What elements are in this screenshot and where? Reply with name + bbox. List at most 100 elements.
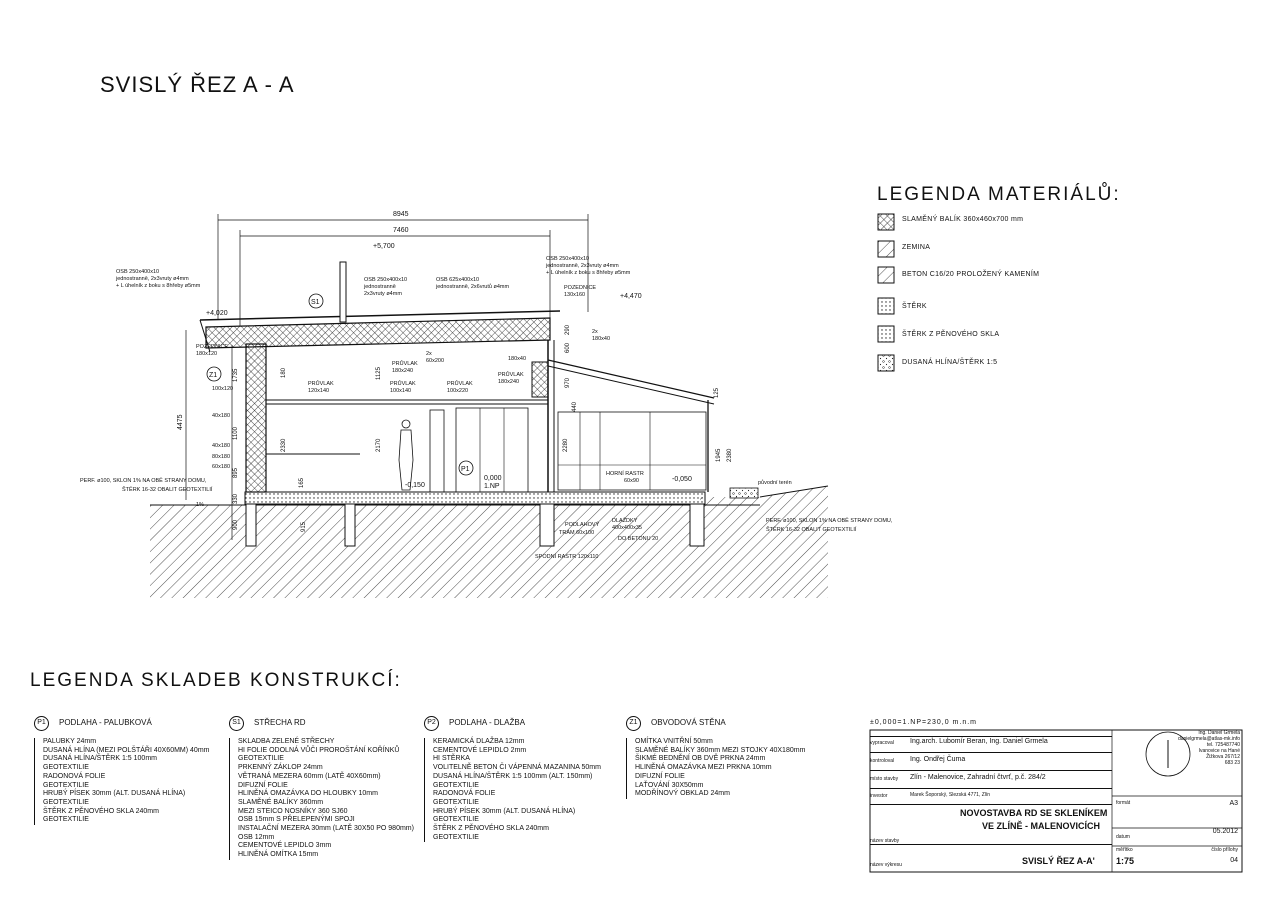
vypracoval: Ing.arch. Lubomír Beran, Ing. Daniel Grm… [910,738,1048,745]
dim-v290: 290 [565,324,571,335]
composition-code: P1 [34,716,49,731]
composition-layer: GEOTEXTILIE [43,798,89,806]
elev-minus050: -0,050 [672,476,692,483]
label-perf-left-2: ŠTĚRK 16-32 OBALIT GEOTEXTILIÍ [122,485,213,493]
label-pruvlak2-2: 120x140 [308,388,329,394]
legend-material-item: ŠTĚRK [902,303,927,310]
composition-name: PODLAHA - PALUBKOVÁ [59,718,152,728]
dim-v1735: 1735 [233,368,239,382]
label-spodni-rastr: SPODNÍ RASTR 120x110 [535,553,598,560]
kontroloval-label: kontroloval [870,758,895,764]
dim-v125: 125 [714,387,720,398]
composition-layer: RADONOVÁ FOLIE [43,772,106,780]
cislo-label: číslo přílohy [1211,847,1238,853]
label-osb-right-3: + L úhelník z boku s 8hřeby ø5mm [546,270,631,276]
composition-layer: ŠIKMÉ BEDNĚNÍ OB DVĚ PRKNA 24mm [635,755,766,763]
composition-layer: DUSANÁ HLÍNA/ŠTĚRK 1:5 100mm [43,755,157,763]
misto: Zlín - Malenovice, Zahradní čtvrť, p.č. … [910,774,1046,781]
label-pruvlak4-2: 100x220 [447,388,468,394]
author-line: Žižkova 267/12 [1206,754,1240,760]
composition-layer: PRKENNÝ ZÁKLOP 24mm [238,764,323,772]
legend-compositions-title: LEGENDA SKLADEB KONSTRUKCÍ: [30,670,402,691]
composition-code: Z1 [626,716,641,731]
composition-layer: SLAMĚNÉ BALÍKY 360mm [238,798,324,806]
author-block: Ing. Daniel Grmela danielgrmela@atlas-mk… [1178,730,1240,766]
label-pruvlak1: PRŮVLAK [392,360,418,367]
dim-total-width: 8945 [393,211,409,218]
label-dlazky: DLAŽDKY [612,516,638,524]
label-pruvlak5-2: 180x240 [498,379,519,385]
composition-layer: DIFUZNÍ FOLIE [635,772,685,780]
elev-top: +5,700 [373,243,395,250]
dim-v895: 895 [233,467,239,478]
cislo: 04 [1230,857,1238,864]
legend-material-item: ZEMINA [902,244,931,251]
composition-layer: GEOTEXTILIE [433,781,479,789]
label-perf-right-2: ŠTĚRK 16-32 OBALIT GEOTEXTILIÍ [766,525,857,533]
label-osb-right: OSB 250x400x10 [546,256,589,262]
label-perf-right: PERF. ø100, SKLON 1% NA OBĚ STRANY DOMU, [766,516,893,524]
label-osb-mid: OSB 250x400x10 [364,277,407,283]
elev-minus150: -0,150 [405,482,425,489]
composition-name: OBVODOVÁ STĚNA [651,718,726,728]
marker-p1: P1 [461,466,470,473]
author-line: tel. 725487740 [1206,742,1240,748]
composition-layer: ŠTĚRK Z PĚNOVÉHO SKLA 240mm [43,807,159,815]
label-pozednice-right-2: 130x160 [564,292,585,298]
nazev-vykresu-label: název výkresu [870,862,902,868]
label-puvodni-teren: původní terén [758,479,792,486]
dim-v1100: 1100 [233,426,239,440]
meritko: 1:75 [1116,856,1135,866]
composition-layer: OMÍTKA VNITŘNÍ 50mm [635,738,713,745]
nazev-stavby-label: název stavby [870,838,900,844]
dim-v165: 165 [299,477,305,488]
dim-v1125: 1125 [376,366,382,380]
dim-v1945: 1945 [716,448,722,462]
marker-z1: Z1 [209,372,217,379]
label-40x180-a: 40x180 [212,413,230,419]
composition-layer: SKLADBA ZELENÉ STŘECHY [238,738,335,745]
dim-height-total: 4475 [177,414,184,430]
composition-layer: LAŤOVÁNÍ 30X50mm [635,781,704,789]
composition-layer: KERAMICKÁ DLAŽBA 12mm [433,738,525,745]
author-line: Ing. Daniel Grmela [1198,730,1240,736]
dim-v600: 600 [565,342,571,353]
composition-layer: PALUBKY 24mm [43,738,97,745]
dim-v2280: 2280 [563,438,569,452]
dimension-lines [185,214,589,540]
composition-layer: SLAMĚNÉ BALÍKY 360mm MEZI STOJKY 40X180m… [635,746,806,754]
elev-floor: 1.NP [484,483,500,490]
dim-v440: 440 [572,401,578,412]
walls [245,340,709,493]
label-pozednice-right: POZEDNICE [564,285,596,291]
label-pruvlak3: PRŮVLAK [390,380,416,387]
composition-layer: CEMENTOVÉ LEPIDLO 3mm [238,842,332,850]
label-pozednice-left-2: 180x120 [196,351,217,357]
vypracoval-label: vypracoval [870,740,894,746]
label-osb-mid-2: jednostranně [363,284,396,290]
kontroloval: Ing. Ondřej Čuma [910,756,966,763]
composition-layer: MEZI STEICO NOSNÍKY 360 SJ60 [238,807,348,815]
elev-left: +4,020 [206,310,228,317]
section-markers: S1 Z1 P1 [206,293,474,476]
label-slope: 1% [196,502,204,508]
composition-layer: DUSANÁ HLÍNA/ŠTĚRK 1:5 100mm (ALT. 150mm… [433,772,593,780]
label-osb-left: OSB 250x400x10 [116,269,159,275]
composition-layer: VOLITELNĚ BETON ČI VÁPENNÁ MAZANINA 50mm [433,764,601,772]
label-80x180: 80x180 [212,454,230,460]
label-osb-mid2: OSB 625x400x10 [436,277,479,283]
elev-zero: 0,000 [484,475,502,482]
label-2x60x200: 2x [426,351,432,357]
elev-right: +4,470 [620,293,642,300]
label-pruvlak1-2: 180x240 [392,368,413,374]
drawing-name: SVISLÝ ŘEZ A-A' [1022,856,1095,866]
label-horni-rastr: HORNÍ RASTR [606,470,644,477]
project-line1: NOVOSTAVBA RD SE SKLENÍKEM [960,808,1108,818]
datum-label: datum [1116,834,1130,840]
label-pruvlak3-2: 100x140 [390,388,411,394]
legend-swatch-patterns [877,213,895,372]
